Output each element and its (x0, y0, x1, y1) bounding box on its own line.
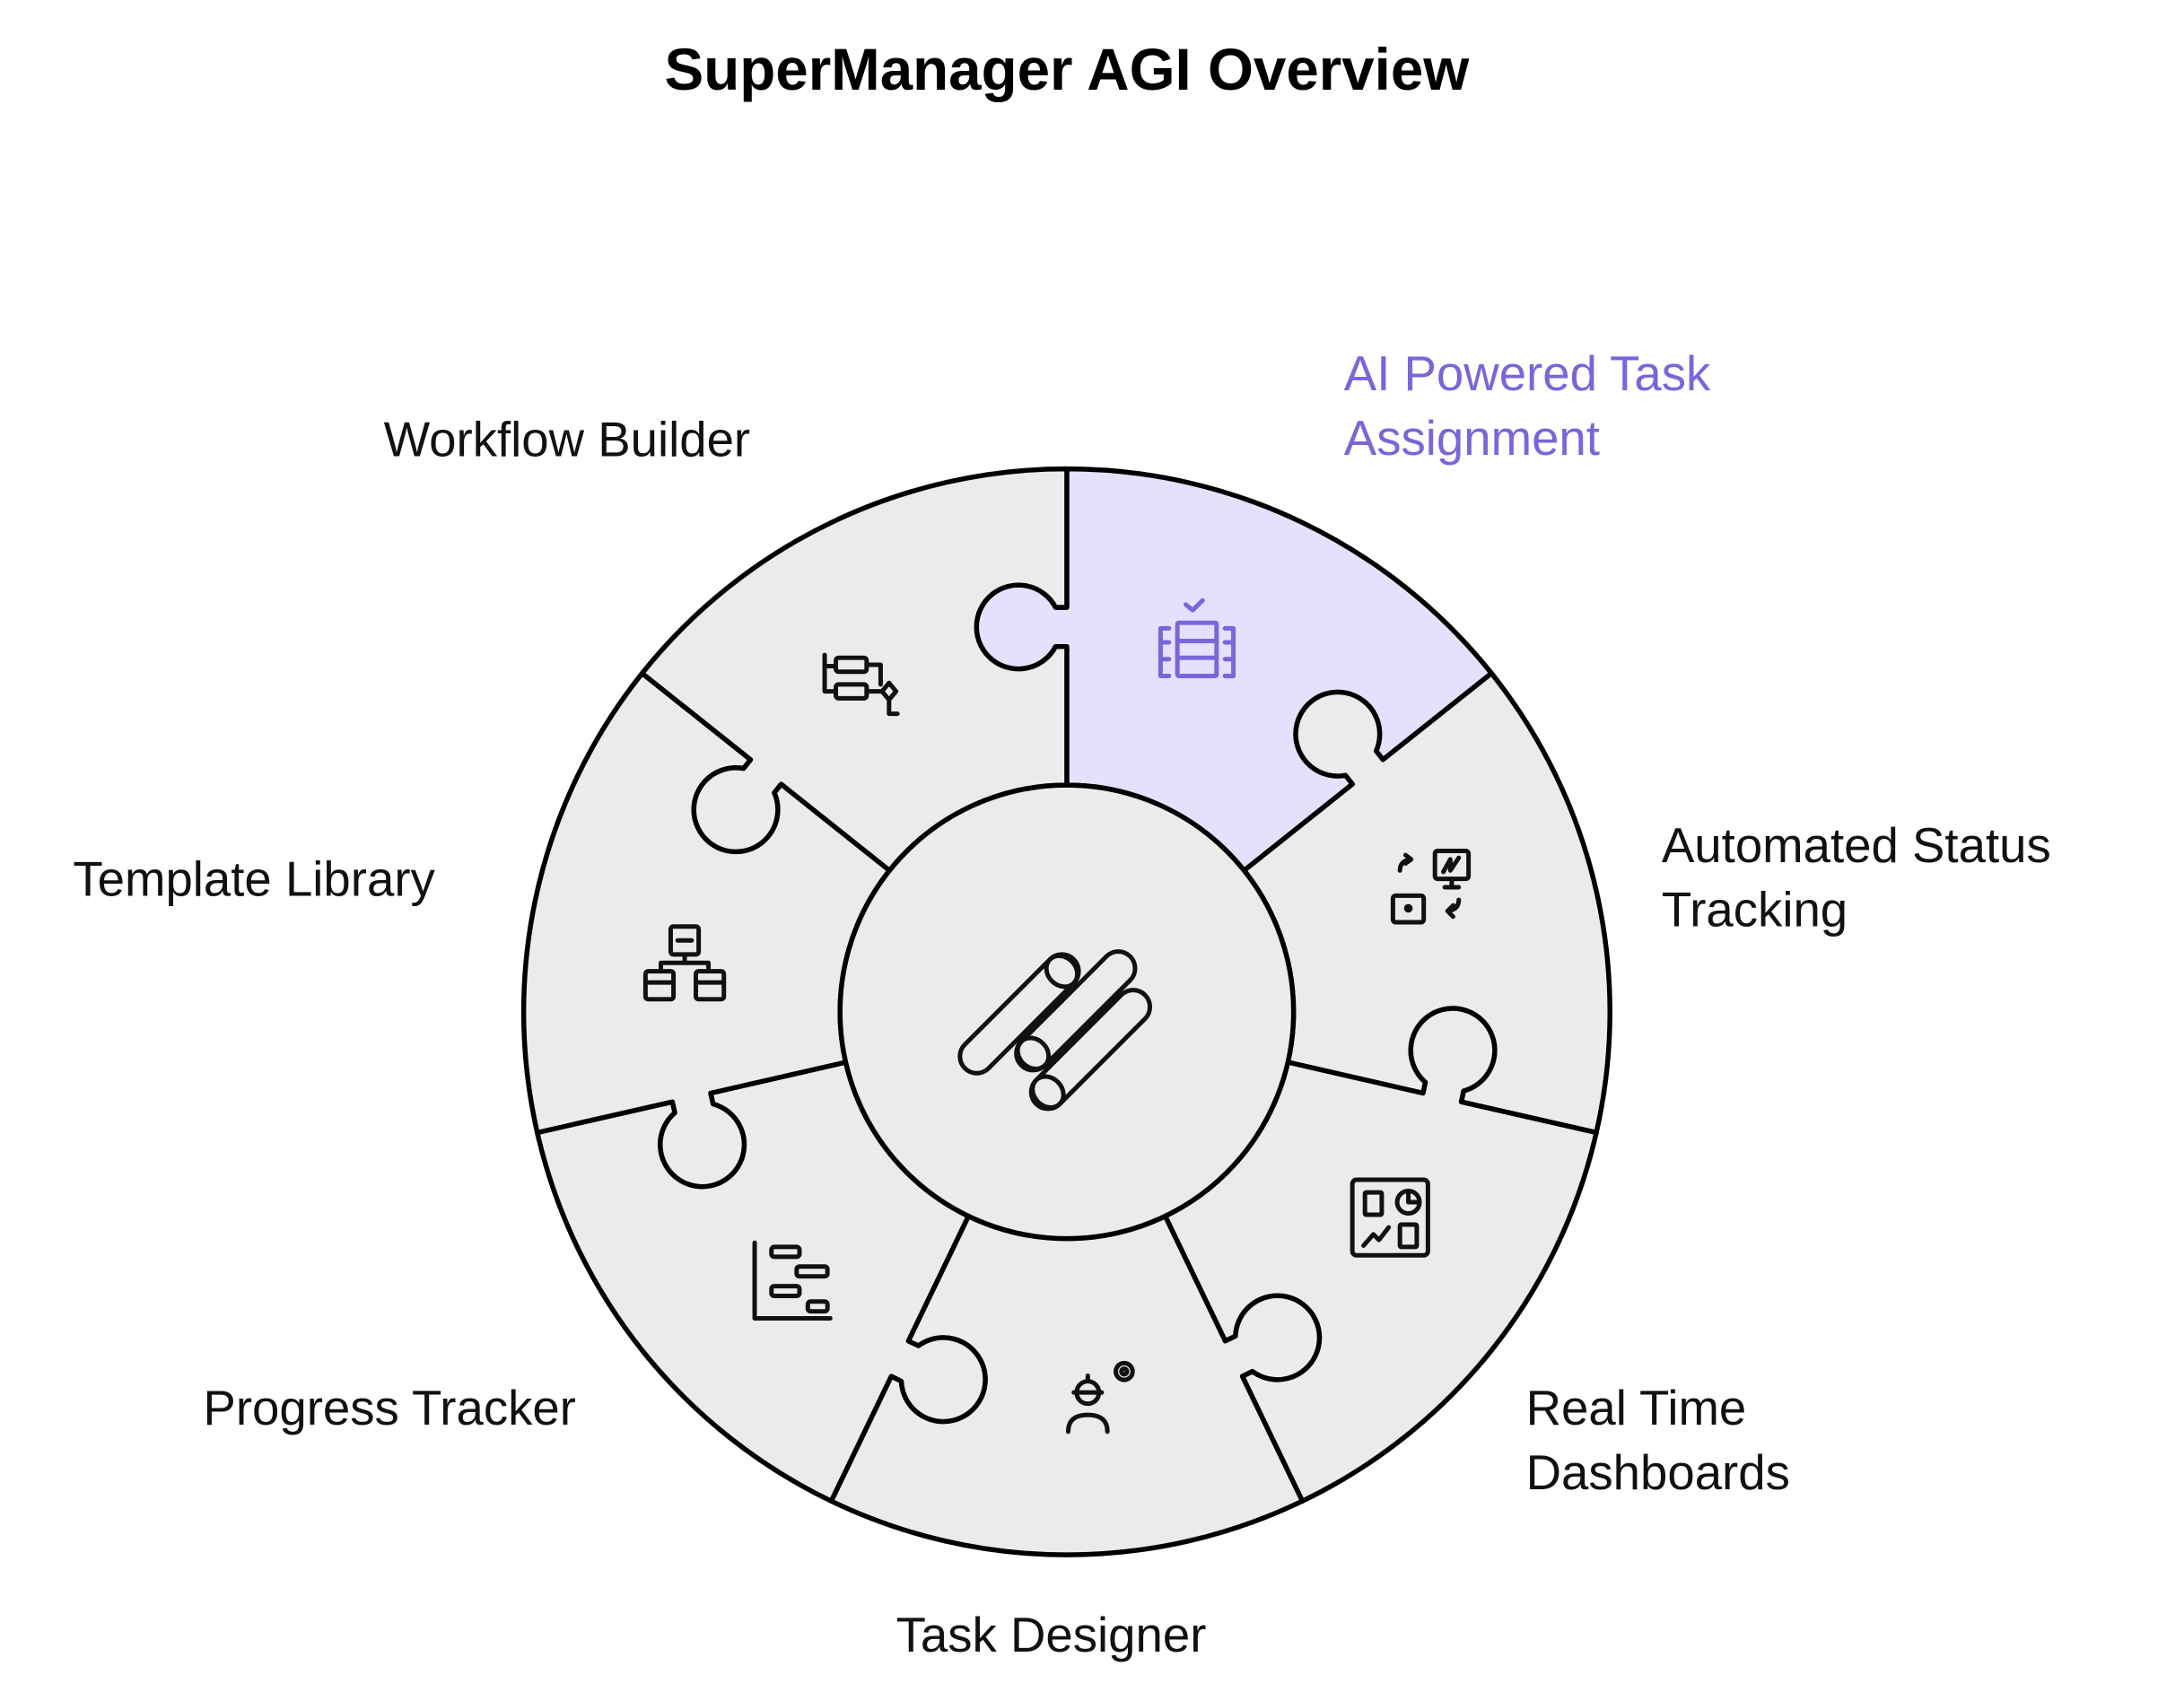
dashboard-icon (1350, 1177, 1430, 1258)
segment-label: Template Library (73, 851, 435, 906)
gantt-chart-icon (752, 1240, 833, 1321)
segment-label-line: Assignment (1344, 411, 1600, 466)
puzzle-ring (520, 466, 1612, 1557)
designer-icon (1065, 1360, 1135, 1435)
segment-label-line: Task Designer (896, 1608, 1207, 1662)
task-assignment-icon (1158, 597, 1236, 678)
segment-label-line: Real Time (1526, 1381, 1747, 1435)
segment-label-line: Automated Status (1662, 818, 2051, 873)
hierarchy-icon (642, 924, 727, 1002)
status-tracking-icon (1390, 848, 1472, 925)
segment-label-line: AI Powered Task (1344, 346, 1711, 401)
segment-label: Workflow Builder (384, 413, 750, 467)
segment-label-line: Tracking (1662, 883, 1848, 938)
supermanager-logo-icon (957, 949, 1153, 1112)
segment-label-line: Workflow Builder (384, 413, 750, 467)
segment-label-line: Progress Tracker (203, 1381, 576, 1435)
diagram-title: SuperManager AGI Overview (665, 37, 1471, 102)
segment-label-line: Dashboards (1526, 1445, 1790, 1500)
workflow-icon (822, 652, 900, 717)
segment-label: Progress Tracker (203, 1381, 576, 1435)
segment-label: Task Designer (896, 1608, 1207, 1662)
segment-label-line: Template Library (73, 851, 435, 906)
center-hub (837, 782, 1297, 1242)
